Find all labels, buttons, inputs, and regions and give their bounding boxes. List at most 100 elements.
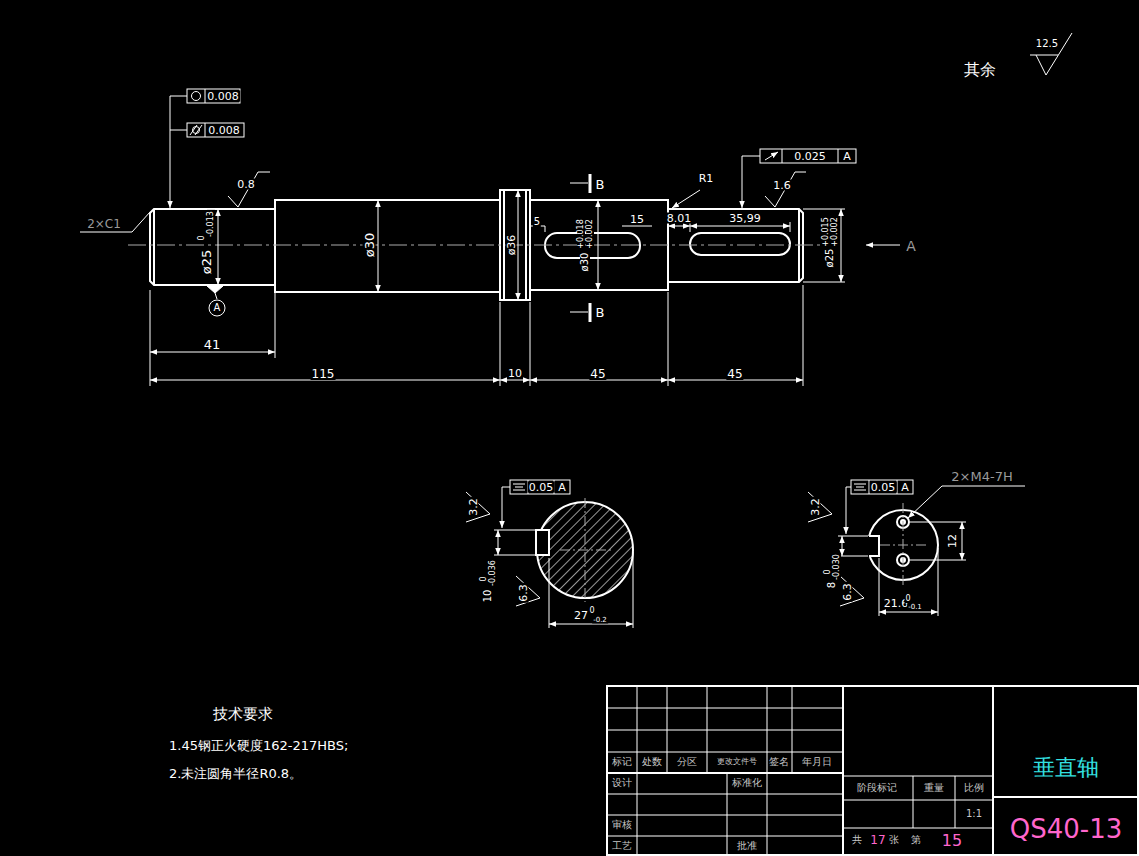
drawing-line	[846, 487, 851, 488]
drawing-label: 12.5	[1035, 39, 1059, 49]
drawing-label: 0	[480, 575, 488, 582]
drawing-label: 41	[203, 338, 222, 351]
drawing-line	[633, 552, 634, 628]
drawing-line	[782, 149, 783, 163]
drawing-line	[879, 612, 938, 613]
drawing-line	[494, 555, 536, 556]
drawing-line	[525, 190, 527, 300]
drawing-rect	[275, 200, 500, 292]
drawing-polyline	[840, 576, 864, 606]
drawing-label: 垂直轴	[1032, 757, 1100, 779]
drawing-label: 0.008	[207, 125, 241, 136]
drawing-label: 张	[888, 835, 900, 845]
drawing-path	[207, 286, 223, 293]
drawing-line	[742, 156, 760, 157]
drawing-label: 115	[311, 368, 336, 380]
drawing-line	[668, 226, 690, 227]
section-a	[866, 503, 938, 587]
drawing-line	[803, 209, 845, 210]
drawing-label: -0.013	[207, 210, 215, 238]
drawing-line	[570, 312, 588, 313]
drawing-line	[707, 686, 708, 773]
drawing-label: +0.018	[577, 218, 585, 250]
drawing-line	[170, 130, 187, 131]
drawing-line	[549, 558, 550, 628]
drawing-polyline	[466, 492, 490, 522]
drawing-line	[908, 486, 942, 518]
drawing-label: 12	[947, 533, 958, 549]
drawing-label: B	[595, 306, 606, 319]
drawing-polyline	[808, 492, 832, 522]
drawing-label: QS40-13	[1009, 816, 1124, 842]
drawing-line	[170, 96, 171, 208]
drawing-rect	[690, 233, 790, 255]
drawing-line	[955, 776, 956, 828]
drawing-label: 2.未注圆角半径R0.8。	[168, 767, 303, 780]
drawing-path	[150, 209, 275, 285]
drawing-rect	[187, 89, 240, 103]
drawing-label: -0.2	[592, 617, 608, 624]
drawing-label: ø36	[506, 234, 517, 257]
drawing-label: 8.01	[666, 213, 693, 224]
drawing-label: 15	[629, 214, 645, 225]
drawing-line	[607, 730, 843, 731]
dimension-lines	[80, 190, 845, 386]
drawing-line	[767, 686, 768, 856]
drawing-label: 15	[941, 833, 963, 849]
drawing-line	[607, 752, 843, 753]
drawing-label: 45	[726, 368, 743, 380]
drawing-line	[727, 773, 728, 856]
drawing-label: -0.030	[833, 553, 841, 581]
drawing-rect	[187, 123, 244, 137]
drawing-label: 0	[588, 607, 595, 615]
drawing-label: -0.1	[907, 604, 923, 611]
drawing-label: 0.025	[793, 151, 827, 162]
drawing-label: 2×M4-7H	[950, 470, 1013, 483]
drawing-line	[545, 226, 546, 232]
drawing-line	[1030, 55, 1058, 56]
drawing-line	[765, 152, 778, 160]
drawing-label: 其余	[963, 62, 997, 78]
drawing-label: 45	[589, 368, 606, 380]
drawing-label: A	[900, 482, 910, 493]
drawing-line	[790, 222, 791, 232]
drawing-line	[378, 200, 379, 292]
drawing-polyline	[765, 172, 795, 207]
drawing-line	[150, 352, 275, 353]
drawing-polyline	[537, 530, 549, 555]
drawing-label: +0.002	[586, 218, 594, 250]
drawing-line	[607, 708, 843, 709]
drawing-line	[218, 209, 219, 285]
drawing-line	[549, 624, 633, 625]
drawing-label: 重量	[923, 783, 945, 793]
tolerance-frames	[170, 33, 1072, 322]
drawing-line	[672, 190, 700, 208]
drawing-line	[515, 487, 523, 488]
drawing-label: 工艺	[611, 841, 633, 851]
drawing-line	[993, 796, 1139, 798]
drawing-polyline	[228, 172, 258, 207]
drawing-label: 更改文件号	[716, 758, 758, 766]
drawing-label: R1	[698, 173, 715, 184]
drawing-label: 阶段标记	[856, 783, 898, 793]
drawing-rect	[607, 686, 1138, 855]
drawing-line	[842, 686, 844, 856]
drawing-polyline	[516, 576, 540, 606]
drawing-line	[607, 772, 843, 774]
drawing-label: 批准	[736, 841, 758, 851]
drawing-line	[607, 794, 843, 795]
drawing-line	[585, 498, 586, 602]
drawing-line	[500, 380, 530, 381]
drawing-circle	[192, 92, 201, 101]
drawing-label: A	[842, 151, 852, 162]
drawing-label: 0.05	[528, 482, 555, 493]
drawing-label: 0	[824, 568, 832, 575]
drawing-line	[622, 226, 652, 227]
drawing-label: +0.015	[822, 216, 830, 248]
drawing-line	[690, 222, 691, 232]
drawing-label: 17	[869, 834, 886, 846]
drawing-circle	[209, 300, 225, 316]
drawing-label: 标准化	[731, 778, 763, 788]
